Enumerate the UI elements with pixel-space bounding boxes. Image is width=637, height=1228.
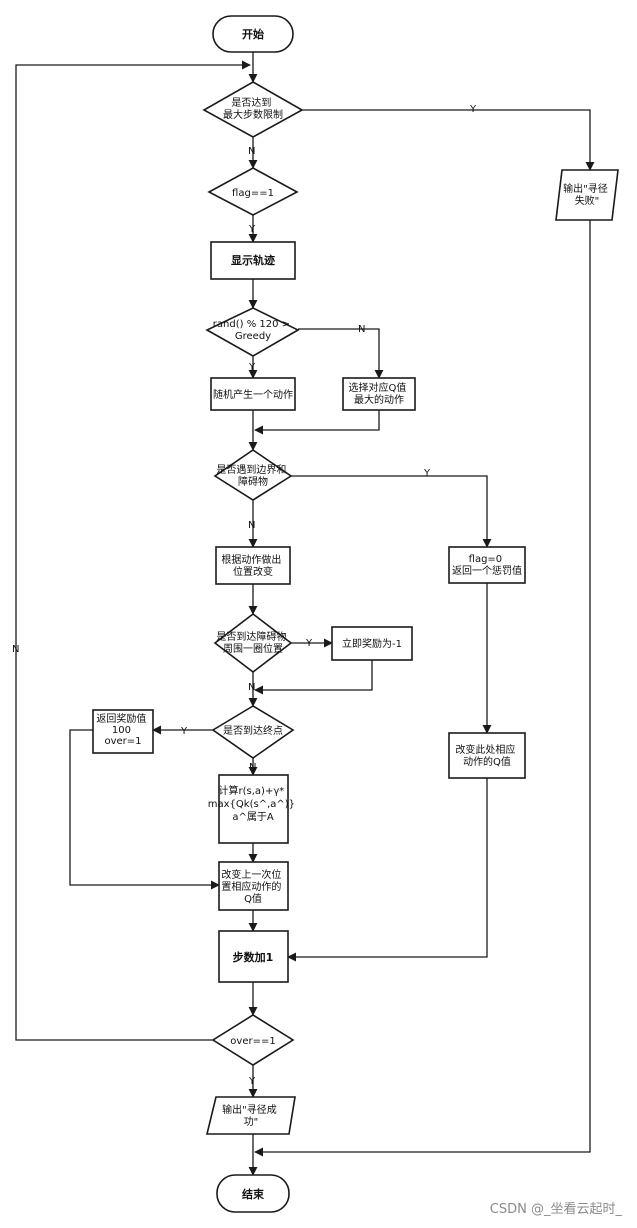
start-terminator	[212, 15, 294, 53]
label-near-no: N	[248, 682, 255, 693]
label-loop-no: N	[12, 644, 19, 655]
boundary-decision	[213, 449, 293, 501]
boundary-label: 是否遇到边界和 障碍物	[216, 464, 289, 488]
label-boundary-no: N	[248, 520, 255, 531]
rand-label: rand() % 120 > Greedy	[213, 319, 293, 342]
reward-neg-label: 立即奖励为-1	[342, 637, 402, 650]
end-terminator	[216, 1174, 290, 1213]
node-texts: 开始 是否达到 最大步数限制 flag==1 显示轨迹 rand() % 120…	[96, 27, 611, 1201]
shapes	[92, 15, 619, 1213]
flag-zero-label: flag=0 返回一个惩罚值	[452, 554, 522, 577]
select-max-q-label: 选择对应Q值 最大的动作	[348, 381, 409, 406]
output-fail-label: 输出"寻径 失败"	[563, 182, 611, 207]
flag-decision	[207, 167, 299, 216]
output-success-io	[205, 1096, 296, 1135]
edge-updatehere-to-step	[287, 778, 488, 962]
edge-reward-to-join	[254, 660, 373, 695]
edge-return-to-updateprev	[69, 729, 220, 890]
update-here-q-label: 改变此处相应 动作的Q值	[455, 743, 518, 768]
end-label: 结束	[241, 1187, 265, 1201]
edge-selectq-to-join	[254, 410, 380, 435]
update-here-q-process	[448, 732, 526, 779]
show-track-label: 显示轨迹	[231, 253, 275, 267]
random-action-process	[210, 377, 296, 411]
label-flag-yes: Y	[248, 224, 256, 235]
change-position-label: 根据动作做出 位置改变	[221, 553, 284, 578]
goal-label: 是否到达终点	[223, 724, 283, 737]
update-prev-q-label: 改变上一次位 置相应动作的 Q值	[221, 868, 284, 905]
rand-decision	[205, 307, 300, 357]
update-prev-q-process	[218, 861, 289, 911]
output-fail-io	[555, 169, 619, 221]
watermark-text: CSDN @_坐看云起时_	[490, 1201, 623, 1217]
start-label: 开始	[242, 27, 264, 41]
over-decision	[211, 1014, 295, 1066]
goal-decision	[211, 705, 295, 759]
max-steps-decision	[202, 81, 304, 138]
flag-zero-process	[448, 546, 526, 584]
edge-boundary-yes	[291, 475, 492, 548]
edge-labels: Y N Y Y N Y N Y N Y N Y N	[12, 104, 477, 1087]
select-max-q-process	[342, 377, 416, 411]
label-goal-yes: Y	[180, 726, 188, 737]
label-boundary-yes: Y	[423, 468, 431, 479]
label-rand-no: N	[358, 324, 365, 335]
label-goal-no: N	[249, 762, 256, 773]
return-reward-process	[92, 709, 154, 754]
return-reward-label: 返回奖励值 100 over=1	[96, 712, 149, 747]
random-action-label: 随机产生一个动作	[213, 388, 293, 401]
edge-rand-no	[298, 328, 384, 379]
flag-label: flag==1	[232, 188, 274, 199]
compute-r-label: 计算r(s,a)+γ* max{Qk(s^,a^)} a^属于A	[208, 784, 298, 823]
edge-fail-to-end	[254, 220, 591, 1157]
step-inc-process	[218, 930, 289, 983]
reward-neg-process	[331, 626, 413, 661]
change-position-process	[215, 546, 291, 585]
label-near-yes: Y	[305, 638, 313, 649]
max-steps-label: 是否达到 最大步数限制	[223, 97, 283, 121]
label-maxsteps-no: N	[248, 146, 255, 157]
label-maxsteps-yes: Y	[469, 104, 477, 115]
near-obstacle-label: 是否到达障碍物 周围一圈位置	[216, 630, 289, 655]
edge-maxsteps-yes	[302, 109, 595, 171]
over-label: over==1	[230, 1036, 275, 1047]
edge-over-no-loop	[15, 60, 251, 1041]
label-over-yes: Y	[248, 1076, 256, 1087]
compute-r-process	[218, 774, 289, 844]
step-inc-label: 步数加1	[233, 950, 274, 964]
output-success-label: 输出"寻径成 功"	[222, 1103, 280, 1128]
show-track-process	[210, 241, 296, 280]
connectors	[15, 52, 595, 1176]
near-obstacle-decision	[213, 612, 293, 674]
label-rand-yes: Y	[248, 362, 256, 373]
